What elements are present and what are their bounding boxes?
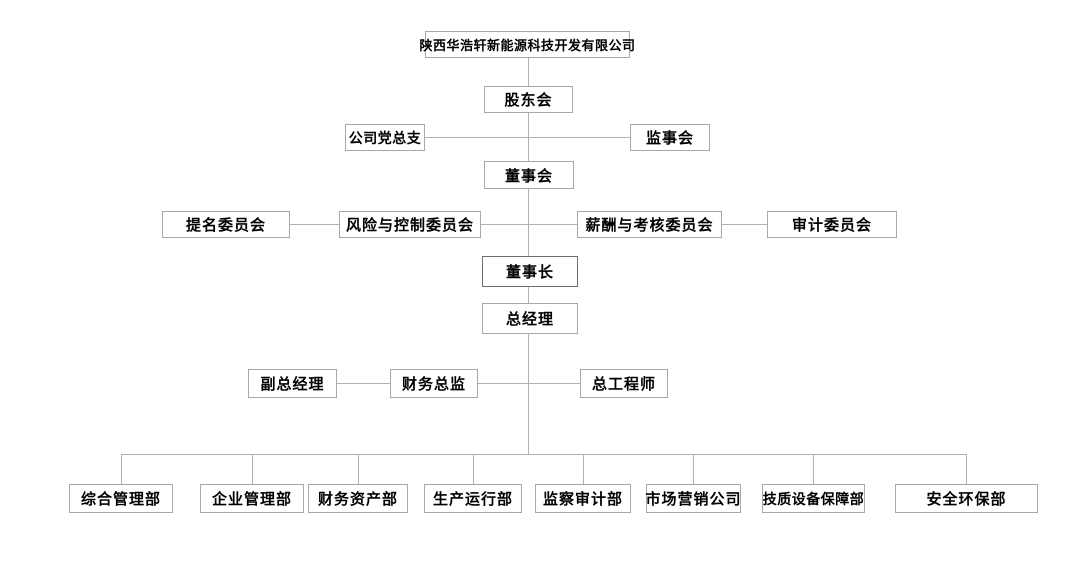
org-node-board-of-directors: 董事会 [484,161,574,189]
org-node-dept-general-management: 综合管理部 [69,484,173,513]
org-node-company: 陕西华浩轩新能源科技开发有限公司 [420,31,635,58]
org-node-remuneration-committee: 薪酬与考核委员会 [577,211,722,238]
org-node-nomination-committee: 提名委员会 [162,211,290,238]
org-node-party-branch: 公司党总支 [345,124,425,151]
org-node-shareholders-meeting: 股东会 [484,86,573,113]
org-node-general-manager: 总经理 [482,303,578,334]
org-node-finance-director: 财务总监 [390,369,478,398]
org-node-dept-production-operation: 生产运行部 [424,484,522,513]
org-node-audit-committee: 审计委员会 [767,211,897,238]
org-node-deputy-general-manager: 副总经理 [248,369,337,398]
org-node-dept-finance-assets: 财务资产部 [308,484,408,513]
org-node-dept-supervision-audit: 监察审计部 [535,484,631,513]
org-node-dept-marketing-company: 市场营销公司 [646,484,741,513]
org-node-chief-engineer: 总工程师 [580,369,668,398]
org-node-chairman: 董事长 [482,256,578,287]
org-node-dept-enterprise-management: 企业管理部 [200,484,304,513]
org-node-dept-tech-equipment-support: 技质设备保障部 [762,484,865,513]
org-node-risk-control-committee: 风险与控制委员会 [339,211,481,238]
org-node-supervisory-board: 监事会 [630,124,710,151]
org-node-dept-safety-environment: 安全环保部 [895,484,1038,513]
